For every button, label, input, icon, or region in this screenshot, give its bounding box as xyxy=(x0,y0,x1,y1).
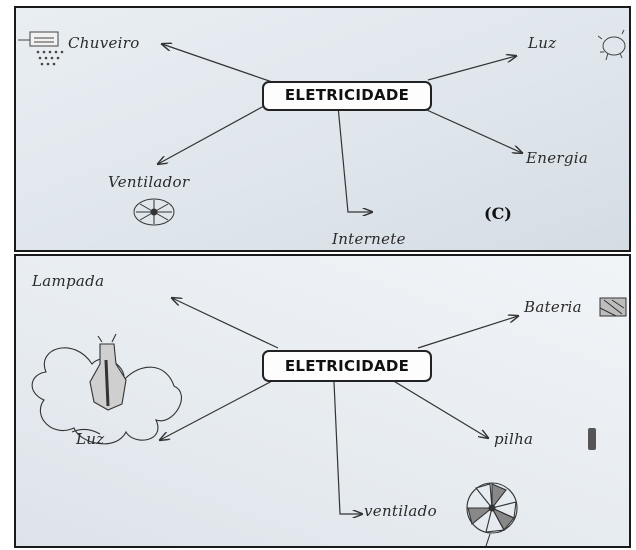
branch-label-ventilador: Ventilador xyxy=(108,173,189,191)
lamp-drawing xyxy=(32,334,181,444)
fan-drawing-bottom xyxy=(467,483,517,546)
light-bulb-drawing xyxy=(598,30,625,60)
connector-ventilado xyxy=(334,382,362,514)
branch-label-bateria: Bateria xyxy=(524,298,582,316)
connector-pilha xyxy=(392,380,488,438)
connector-lampada xyxy=(172,298,278,348)
branch-label-pilha: pilha xyxy=(494,430,533,448)
connector-ventilador xyxy=(158,106,264,164)
fan-drawing xyxy=(134,199,174,225)
branch-label-internete: Internete xyxy=(332,230,406,248)
branch-label-luz: Luz xyxy=(528,34,556,52)
mind-map-panel-bottom: ELETRICIDADE Lampada Bateria Luz pilha v… xyxy=(14,254,631,548)
shower-drawing xyxy=(18,32,63,65)
panel-label: (C) xyxy=(484,204,512,223)
branch-label-luz-bottom: Luz xyxy=(76,430,104,448)
central-concept-box-top: ELETRICIDADE xyxy=(262,81,432,111)
mind-map-panel-top: ELETRICIDADE Chuveiro Luz Energia Ventil… xyxy=(14,6,631,252)
branch-label-energia: Energia xyxy=(526,149,588,167)
branch-label-ventilado: ventilado xyxy=(364,502,437,520)
connector-energia xyxy=(418,106,522,153)
connector-luz xyxy=(428,56,516,80)
central-concept-box-bottom: ELETRICIDADE xyxy=(262,350,432,382)
connector-chuveiro xyxy=(162,44,278,84)
branch-label-lampada: Lampada xyxy=(32,272,104,290)
branch-label-chuveiro: Chuveiro xyxy=(68,34,140,52)
connector-bateria xyxy=(418,316,518,348)
connector-internete xyxy=(338,106,372,212)
pilha-drawing xyxy=(588,428,596,450)
battery-drawing xyxy=(600,298,626,316)
